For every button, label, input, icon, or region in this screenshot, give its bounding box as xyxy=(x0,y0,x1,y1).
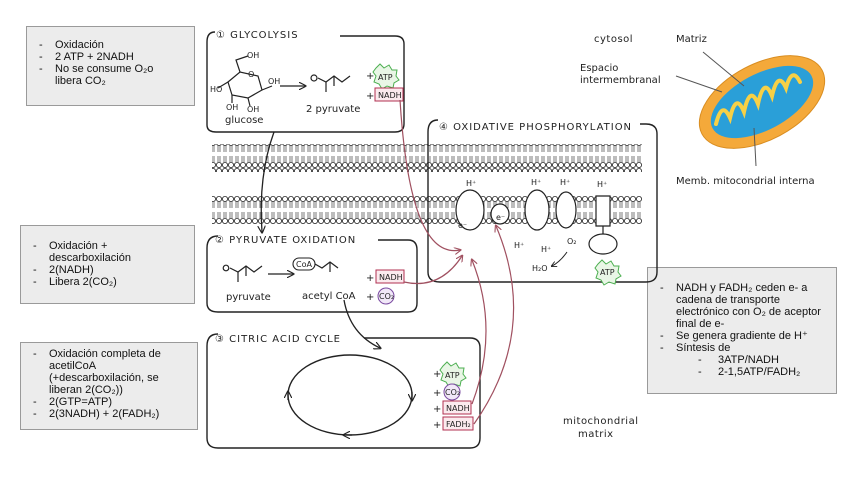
inner-membrane xyxy=(212,196,642,224)
fadh2-label: FADH₂ xyxy=(446,420,471,429)
note-item: Se genera gradiente de H⁺ xyxy=(648,330,836,342)
proton-label: H⁺ xyxy=(466,179,476,188)
espacio-label: Espacio xyxy=(580,63,618,74)
h2o-label: H₂O xyxy=(532,264,548,273)
note-item: 2 ATP + 2NADH xyxy=(27,51,194,63)
membrana-interna-label: Memb. mitocondrial interna xyxy=(676,176,815,187)
nadh-badge xyxy=(374,87,404,102)
pyruvate-molecule xyxy=(222,264,263,282)
electron-label: e⁻ xyxy=(496,213,505,222)
note-item: 2(GTP=ATP) xyxy=(21,396,197,408)
ho-label: HO xyxy=(210,85,222,94)
mito-matrix-label: matrix xyxy=(578,429,614,440)
mitochondrion-illustration xyxy=(675,51,826,167)
co2-label: CO₂ xyxy=(379,292,394,301)
pyruvate-2-label: 2 pyruvate xyxy=(306,104,360,115)
glycolysis-title: ① GLYCOLYSIS xyxy=(216,30,299,41)
co2-badge xyxy=(377,287,395,305)
note-subitem: 2-1,5ATP/FADH₂ xyxy=(648,366,836,378)
coa-label: CoA xyxy=(296,260,312,269)
nadh-label: NADH xyxy=(379,273,403,282)
proton-label: H⁺ xyxy=(514,241,524,250)
oxidative-phosphorylation-panel: ④ OXIDATIVE PHOSPHORYLATION xyxy=(427,119,658,283)
note-subitem: 3ATP/NADH xyxy=(648,354,836,366)
oxphos-title: ④ OXIDATIVE PHOSPHORYLATION xyxy=(439,122,632,133)
oh-label: OH xyxy=(226,103,238,112)
note-oxidative-phosphorylation: NADH y FADH₂ ceden e- a cadena de transp… xyxy=(647,267,837,394)
note-glycolysis: Oxidación 2 ATP + 2NADH No se consume O₂… xyxy=(26,26,195,106)
oh-label: OH xyxy=(247,51,259,60)
citric-acid-cycle-panel: ③ CITRIC ACID CYCLE + ATP + CO₂ + NADH +… xyxy=(206,333,481,449)
proton-label: H⁺ xyxy=(560,178,570,187)
atp-label: ATP xyxy=(600,268,615,277)
nadh-badge xyxy=(375,269,405,284)
pyruvate-molecule xyxy=(310,74,351,92)
note-item: No se consume O₂o libera CO₂ xyxy=(27,63,194,87)
note-citric-acid-cycle: Oxidación completa de acetilCoA (+descar… xyxy=(20,342,198,430)
atp-badge xyxy=(439,361,467,388)
cytosol-label: cytosol xyxy=(594,34,633,45)
note-pyruvate-oxidation: Oxidación + descarboxilación 2(NADH) Lib… xyxy=(20,225,195,304)
o2-label: O₂ xyxy=(567,237,577,246)
plus-sign: + xyxy=(433,369,441,380)
note-item: 2(NADH) xyxy=(21,264,194,276)
citric-acid-cycle-title: ③ CITRIC ACID CYCLE xyxy=(215,334,341,345)
oh-label: OH xyxy=(268,77,280,86)
plus-sign: + xyxy=(366,71,374,82)
fadh2-badge xyxy=(442,416,474,431)
glycolysis-panel: ① GLYCOLYSIS OH HO OH OH OH O glucose 2 … xyxy=(206,30,405,133)
matriz-label: Matriz xyxy=(676,34,707,45)
co2-label: CO₂ xyxy=(445,388,460,397)
cycle-loop xyxy=(287,354,413,436)
electron-label: e⁻ xyxy=(458,221,467,230)
co2-badge xyxy=(443,383,461,401)
atp-badge xyxy=(372,63,400,90)
proton-label: H⁺ xyxy=(531,178,541,187)
plus-sign: + xyxy=(366,91,374,102)
plus-sign: + xyxy=(366,292,374,303)
espacio-label: intermembranal xyxy=(580,75,661,86)
note-item: NADH y FADH₂ ceden e- a cadena de transp… xyxy=(648,282,836,330)
electron-carrier-arrows xyxy=(399,99,515,425)
nadh-label: NADH xyxy=(446,404,470,413)
outer-membrane xyxy=(212,144,642,172)
glucose-label: glucose xyxy=(225,115,263,126)
note-item: 2(3NADH) + 2(FADH₂) xyxy=(21,408,197,420)
note-item: Síntesis de xyxy=(648,342,836,354)
proton-label: H⁺ xyxy=(597,180,607,189)
nadh-label: NADH xyxy=(378,91,402,100)
nadh-badge xyxy=(442,400,472,415)
proton-label: H⁺ xyxy=(541,245,551,254)
pyruvate-oxidation-panel: ② PYRUVATE OXIDATION pyruvate CoA acetyl… xyxy=(206,235,418,313)
pyruvate-label: pyruvate xyxy=(226,292,271,303)
plus-sign: + xyxy=(366,273,374,284)
o-label: O xyxy=(248,70,254,79)
note-item: Oxidación xyxy=(27,39,194,51)
mito-matrix-label: mitochondrial xyxy=(563,416,639,427)
glucose-molecule xyxy=(217,55,273,107)
note-item: Libera 2(CO₂) xyxy=(21,276,194,288)
oh-label: OH xyxy=(247,105,259,114)
atp-badge xyxy=(594,259,622,286)
acetyl-coa-label: acetyl CoA xyxy=(302,291,356,302)
atp-label: ATP xyxy=(445,371,460,380)
note-item: Oxidación + descarboxilación xyxy=(21,240,194,264)
plus-sign: + xyxy=(433,388,441,399)
atp-label: ATP xyxy=(378,73,393,82)
note-item: Oxidación completa de acetilCoA (+descar… xyxy=(21,348,197,396)
pyruvate-oxidation-title: ② PYRUVATE OXIDATION xyxy=(215,235,356,246)
acetyl-molecule xyxy=(314,261,339,272)
plus-sign: + xyxy=(433,420,441,431)
plus-sign: + xyxy=(433,404,441,415)
